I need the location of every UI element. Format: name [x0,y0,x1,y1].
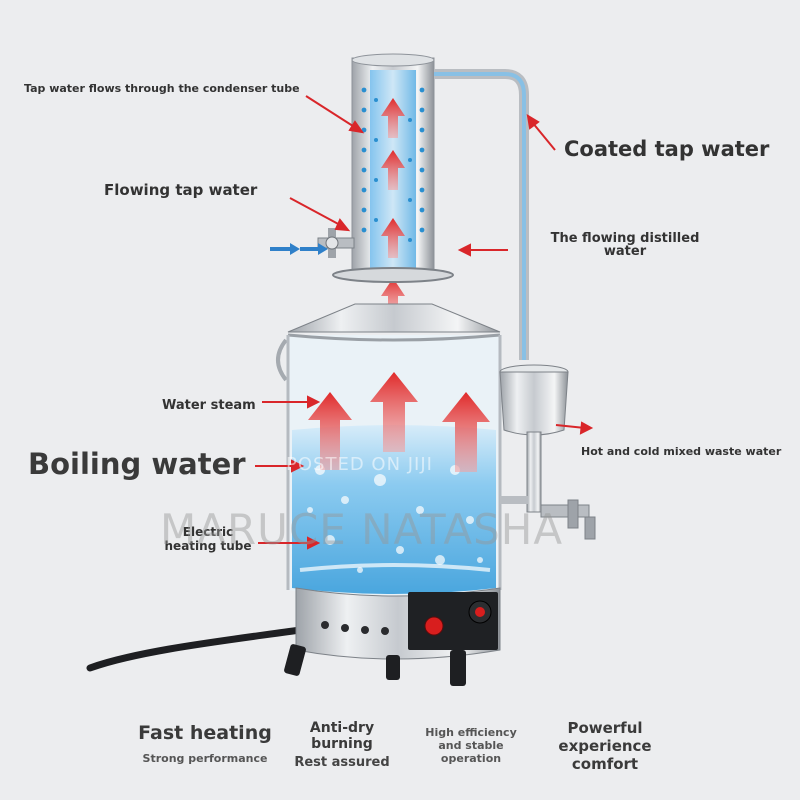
label-flowing-tap-water: Flowing tap water [104,181,258,199]
collection-cup [499,364,569,513]
feature-4-line3: comfort [571,755,639,773]
tank-lid [287,303,501,333]
condenser-steam-arrows [381,98,405,316]
watermark-seller: MARUCE NATASHA [160,505,564,554]
label-distilled-line1: The flowing distilled [550,231,700,246]
label-coated-tap-water: Coated tap water [564,137,770,161]
label-waste-water: Hot and cold mixed waste water [581,445,782,458]
label-water-steam: Water steam [162,398,256,413]
feature-high-efficiency: High efficiency and stable operation [418,726,524,765]
feature-4-line1: Powerful [567,719,643,737]
pointer-arrows [255,95,594,550]
tank-handle [276,338,288,382]
feature-1-subtitle: Strong performance [142,752,268,765]
feature-3-line1: High efficiency [425,726,517,739]
tank-steam-arrows [308,372,490,472]
feature-1-title: Fast heating [138,722,272,744]
feature-4-line2: experience [558,737,652,755]
label-boiling-water: Boiling water [28,447,246,481]
feature-2-title-line1: Anti-dry [309,720,375,736]
feature-3-line2: and stable [438,739,504,752]
feature-2-subtitle: Rest assured [294,755,390,770]
power-cable [86,626,304,672]
label-flowing-distilled-water: The flowing distilled water [540,231,710,258]
feature-fast-heating: Fast heating Strong performance [134,722,276,765]
feature-powerful-experience: Powerful experience comfort [540,719,670,773]
label-heating-line2: heating tube [164,539,252,553]
feature-anti-dry: Anti-dry burning Rest assured [280,720,404,770]
heating-tube [299,563,491,572]
condenser-droplets [361,87,425,242]
water-tank [286,333,502,598]
label-tap-condenser: Tap water flows through the condenser tu… [24,82,300,95]
feature-3-line3: operation [440,752,502,765]
label-heating-line1: Electric [182,525,234,539]
inlet-valve [317,228,355,258]
heater-base [295,587,501,660]
watermark-posted: POSTED ON JIJI [286,454,433,475]
label-electric-heating-tube: Electric heating tube [160,525,256,553]
base-feet [284,644,466,686]
feature-2-title-line2: burning [311,736,373,752]
label-distilled-line2: water [603,244,647,259]
inflow-arrows [270,243,328,255]
waste-tap [540,499,596,540]
column-flange [332,267,454,283]
